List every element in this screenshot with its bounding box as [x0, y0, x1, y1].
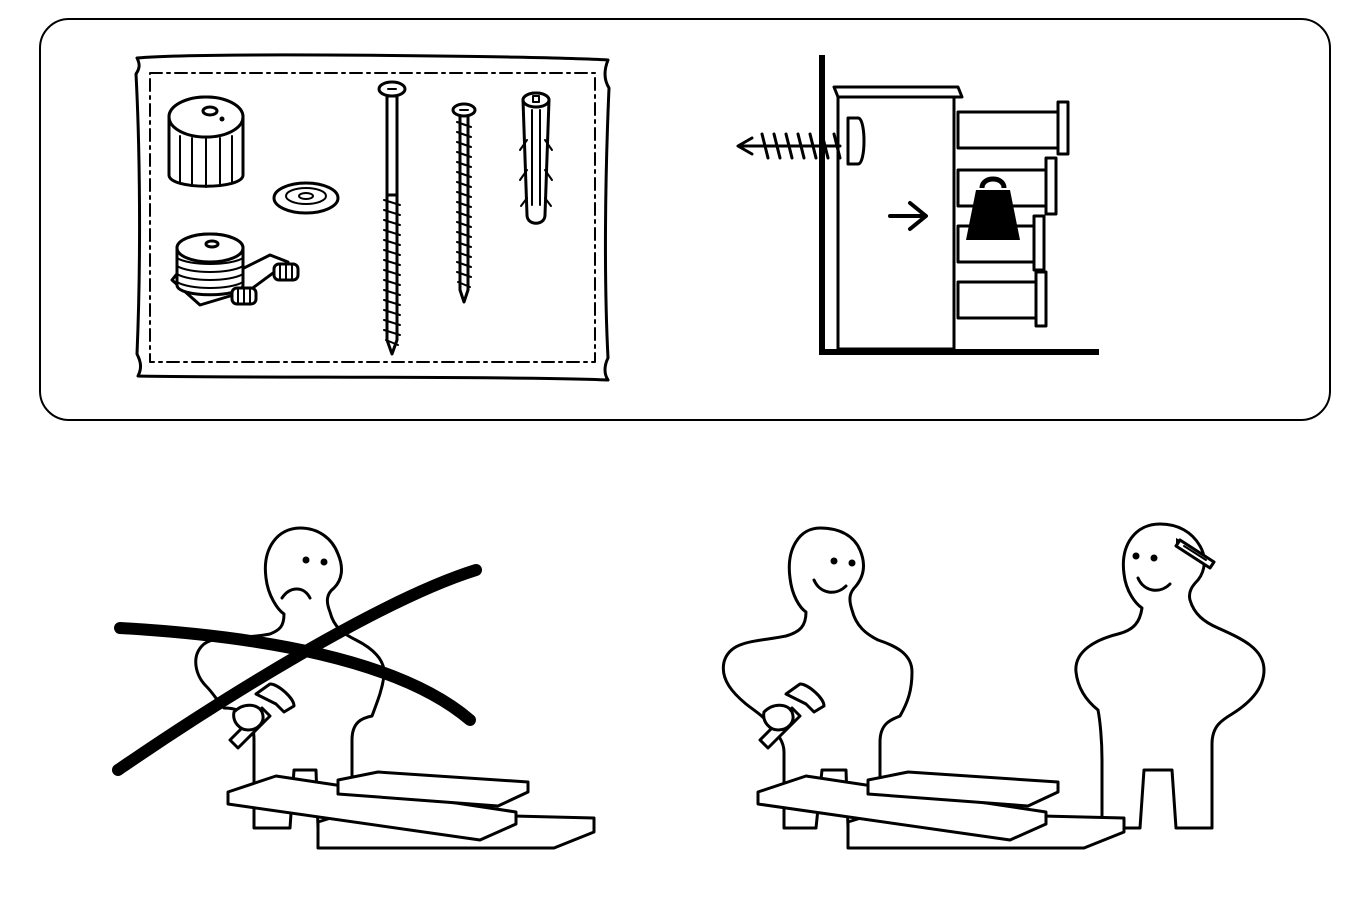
washer-icon [272, 181, 340, 215]
long-screw-icon [377, 80, 407, 356]
wall-attached-drawer-unit [819, 55, 1099, 355]
wall-plug-icon [519, 91, 553, 225]
weight-icon [966, 176, 1020, 240]
sad-person-icon [194, 526, 386, 830]
bracket-foot-icon [170, 232, 300, 307]
boards-icon [226, 770, 596, 850]
arrow-right-icon [888, 201, 928, 231]
leveling-foot-icon [167, 95, 245, 188]
hammer-icon [228, 682, 296, 750]
hammer-icon [758, 682, 826, 750]
happy-person-with-pencil-icon [1074, 522, 1266, 830]
person-alone-crossed-out [112, 526, 596, 850]
pencil-icon [1174, 538, 1216, 570]
hardware-bag [134, 53, 611, 382]
boards-icon [756, 770, 1126, 850]
cross-out-icon [112, 564, 482, 776]
wall-anchoring-panel [39, 18, 1331, 421]
short-screw-icon [451, 102, 477, 304]
wall-screw-icon [736, 132, 842, 160]
two-persons-together [721, 522, 1266, 850]
